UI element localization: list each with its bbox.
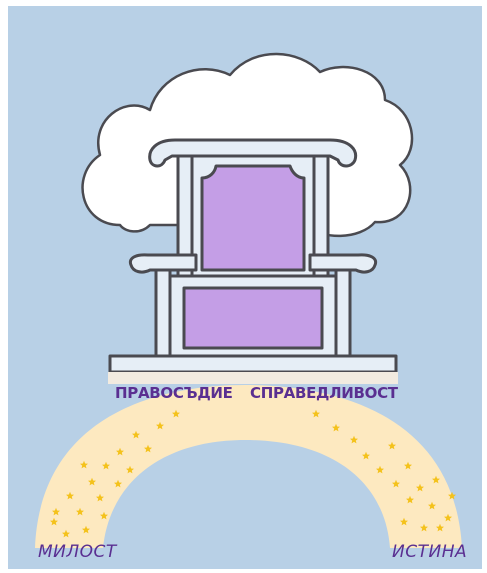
- throne-icon: [108, 138, 398, 384]
- star-icon: [406, 495, 414, 504]
- star-icon: [50, 517, 58, 526]
- label-truth: ИСТИНА: [392, 542, 468, 562]
- star-icon: [432, 475, 440, 484]
- star-icon: [62, 529, 70, 538]
- star-icon: [404, 461, 412, 470]
- label-justice: СПРАВЕДЛИВОСТ: [250, 384, 398, 402]
- star-icon: [156, 421, 164, 430]
- star-icon: [76, 507, 84, 516]
- star-icon: [332, 423, 340, 432]
- star-icon: [444, 513, 452, 522]
- star-icon: [52, 507, 60, 516]
- star-icon: [428, 501, 436, 510]
- star-icon: [102, 461, 110, 470]
- star-icon: [436, 523, 444, 532]
- star-icon: [392, 479, 400, 488]
- star-icon: [416, 483, 424, 492]
- star-icon: [350, 435, 358, 444]
- star-icon: [448, 491, 456, 500]
- star-icon: [400, 517, 408, 526]
- star-icon: [116, 447, 124, 456]
- star-icon: [312, 409, 320, 418]
- label-mercy: МИЛОСТ: [38, 542, 117, 562]
- star-icon: [362, 451, 370, 460]
- star-icon: [376, 465, 384, 474]
- star-icon: [100, 511, 108, 520]
- star-icon: [126, 465, 134, 474]
- star-icon: [144, 444, 152, 453]
- star-icon: [388, 441, 396, 450]
- star-icon: [66, 491, 74, 500]
- star-icon: [82, 525, 90, 534]
- label-righteousness: ПРАВОСЪДИЕ: [115, 384, 233, 402]
- star-icon: [80, 460, 88, 469]
- star-icon: [420, 523, 428, 532]
- star-icon: [114, 479, 122, 488]
- star-icon: [88, 477, 96, 486]
- star-icon: [132, 430, 140, 439]
- star-icon: [172, 409, 180, 418]
- stars: [50, 409, 456, 538]
- star-icon: [96, 493, 104, 502]
- bridge-arch: [35, 385, 462, 548]
